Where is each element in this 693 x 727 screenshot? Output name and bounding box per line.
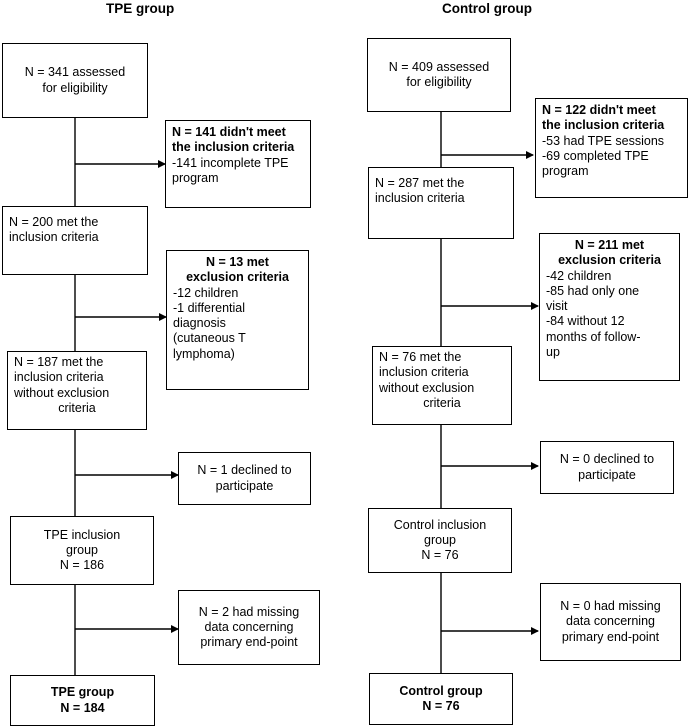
tpe-missing-box: N = 2 had missing data concerning primar… <box>178 590 320 665</box>
tpe-final-line-1: TPE group <box>50 685 115 700</box>
control-not-meet-item-2: -69 completed TPE <box>542 148 649 163</box>
tpe-missing-line-1: N = 2 had missing <box>198 604 300 619</box>
control-assessed-box: N = 409 assessed for eligibility <box>367 38 511 112</box>
tpe-met-without-line-1: N = 187 met the <box>14 355 104 369</box>
tpe-exclusion-item-5: lymphoma) <box>173 346 235 361</box>
tpe-assessed-line-2: for eligibility <box>42 80 108 95</box>
tpe-missing-line-3: primary end-point <box>200 635 298 650</box>
tpe-not-meet-item-2: program <box>172 170 219 185</box>
control-exclusion-item-4: -84 without 12 <box>546 314 625 329</box>
control-exclusion-item-3: visit <box>546 299 568 313</box>
tpe-exclusion-box: N = 13 met exclusion criteria -12 childr… <box>166 250 309 390</box>
tpe-exclusion-title-2: exclusion criteria <box>186 270 289 285</box>
control-met-box: N = 287 met the inclusion criteria <box>368 167 514 239</box>
control-exclusion-item-5: months of follow- <box>546 329 641 344</box>
control-exclusion-title-1: N = 211 met <box>574 238 645 252</box>
control-missing-line-3: primary end-point <box>561 629 660 644</box>
tpe-assessed-line-1: N = 341 assessed <box>24 65 126 80</box>
tpe-not-meet-item-1: -141 incomplete TPE <box>172 155 289 170</box>
control-met-line-2: inclusion criteria <box>375 191 465 206</box>
tpe-missing-line-2: data concerning <box>204 619 294 634</box>
control-not-meet-item-1: -53 had TPE sessions <box>542 133 665 148</box>
tpe-met-box: N = 200 met the inclusion criteria <box>2 206 148 275</box>
control-declined-line-2: participate <box>578 467 636 482</box>
tpe-met-without-line-4: criteria <box>58 400 96 415</box>
control-exclusion-item-6: up <box>546 344 560 359</box>
control-met-without-box: N = 76 met the inclusion criteria withou… <box>372 346 512 425</box>
control-inclusion-group-line-2: group <box>424 532 456 547</box>
control-exclusion-box: N = 211 met exclusion criteria -42 child… <box>539 233 680 381</box>
tpe-inclusion-group-line-3: N = 186 <box>59 558 105 573</box>
control-exclusion-title-2: exclusion criteria <box>558 253 661 268</box>
control-not-meet-title-2: the inclusion criteria <box>542 118 665 133</box>
tpe-met-line-1: N = 200 met the <box>9 215 99 229</box>
tpe-met-without-line-2: inclusion criteria <box>14 370 104 385</box>
control-met-without-line-2: inclusion criteria <box>379 365 469 380</box>
tpe-met-line-2: inclusion criteria <box>9 230 99 245</box>
tpe-inclusion-group-box: TPE inclusion group N = 186 <box>10 516 154 585</box>
tpe-exclusion-item-4: (cutaneous T <box>173 331 246 346</box>
tpe-met-without-line-3: without exclusion <box>14 385 110 400</box>
control-met-without-line-1: N = 76 met the <box>379 350 462 364</box>
control-final-line-1: Control group <box>399 683 483 698</box>
control-not-meet-title-1: N = 122 didn't meet <box>542 103 656 117</box>
tpe-met-without-box: N = 187 met the inclusion criteria witho… <box>7 351 147 430</box>
tpe-exclusion-item-3: diagnosis <box>173 316 226 330</box>
control-declined-line-1: N = 0 declined to <box>559 452 655 467</box>
tpe-declined-line-1: N = 1 declined to <box>197 463 292 478</box>
tpe-declined-box: N = 1 declined to participate <box>178 452 311 505</box>
tpe-final-box: TPE group N = 184 <box>10 675 155 726</box>
tpe-declined-line-2: participate <box>215 478 274 493</box>
control-not-meet-item-3: program <box>542 164 589 178</box>
control-not-meet-box: N = 122 didn't meet the inclusion criter… <box>535 98 688 198</box>
control-final-box: Control group N = 76 <box>369 673 513 725</box>
control-missing-line-2: data concerning <box>566 614 655 629</box>
control-group-header: Control group <box>442 1 532 16</box>
control-declined-box: N = 0 declined to participate <box>540 441 674 494</box>
tpe-not-meet-box: N = 141 didn't meet the inclusion criter… <box>165 120 311 208</box>
control-final-line-2: N = 76 <box>422 699 460 713</box>
tpe-not-meet-title-1: N = 141 didn't meet <box>172 125 286 139</box>
tpe-not-meet-title-2: the inclusion criteria <box>172 140 295 155</box>
control-inclusion-group-line-1: Control inclusion <box>393 517 487 532</box>
control-inclusion-group-box: Control inclusion group N = 76 <box>368 508 512 573</box>
control-assessed-line-1: N = 409 assessed <box>388 59 490 74</box>
tpe-exclusion-title-1: N = 13 met <box>206 255 269 269</box>
control-met-without-line-3: without exclusion <box>379 380 475 395</box>
tpe-final-line-2: N = 184 <box>60 700 105 715</box>
tpe-inclusion-group-line-2: group <box>66 542 98 557</box>
tpe-inclusion-group-line-1: TPE inclusion <box>43 527 121 542</box>
tpe-assessed-box: N = 341 assessed for eligibility <box>2 43 148 118</box>
control-met-without-line-4: criteria <box>423 395 461 410</box>
control-met-line-1: N = 287 met the <box>375 176 465 190</box>
tpe-exclusion-item-1: -12 children <box>173 285 239 300</box>
control-assessed-line-2: for eligibility <box>406 75 472 89</box>
control-inclusion-group-line-3: N = 76 <box>421 548 459 563</box>
tpe-group-header: TPE group <box>106 1 175 16</box>
control-exclusion-item-1: -42 children <box>546 268 612 283</box>
control-exclusion-item-2: -85 had only one <box>546 283 640 298</box>
control-missing-line-1: N = 0 had missing <box>560 599 661 614</box>
tpe-exclusion-item-2: -1 differential <box>173 300 246 315</box>
control-missing-box: N = 0 had missing data concerning primar… <box>540 583 681 661</box>
